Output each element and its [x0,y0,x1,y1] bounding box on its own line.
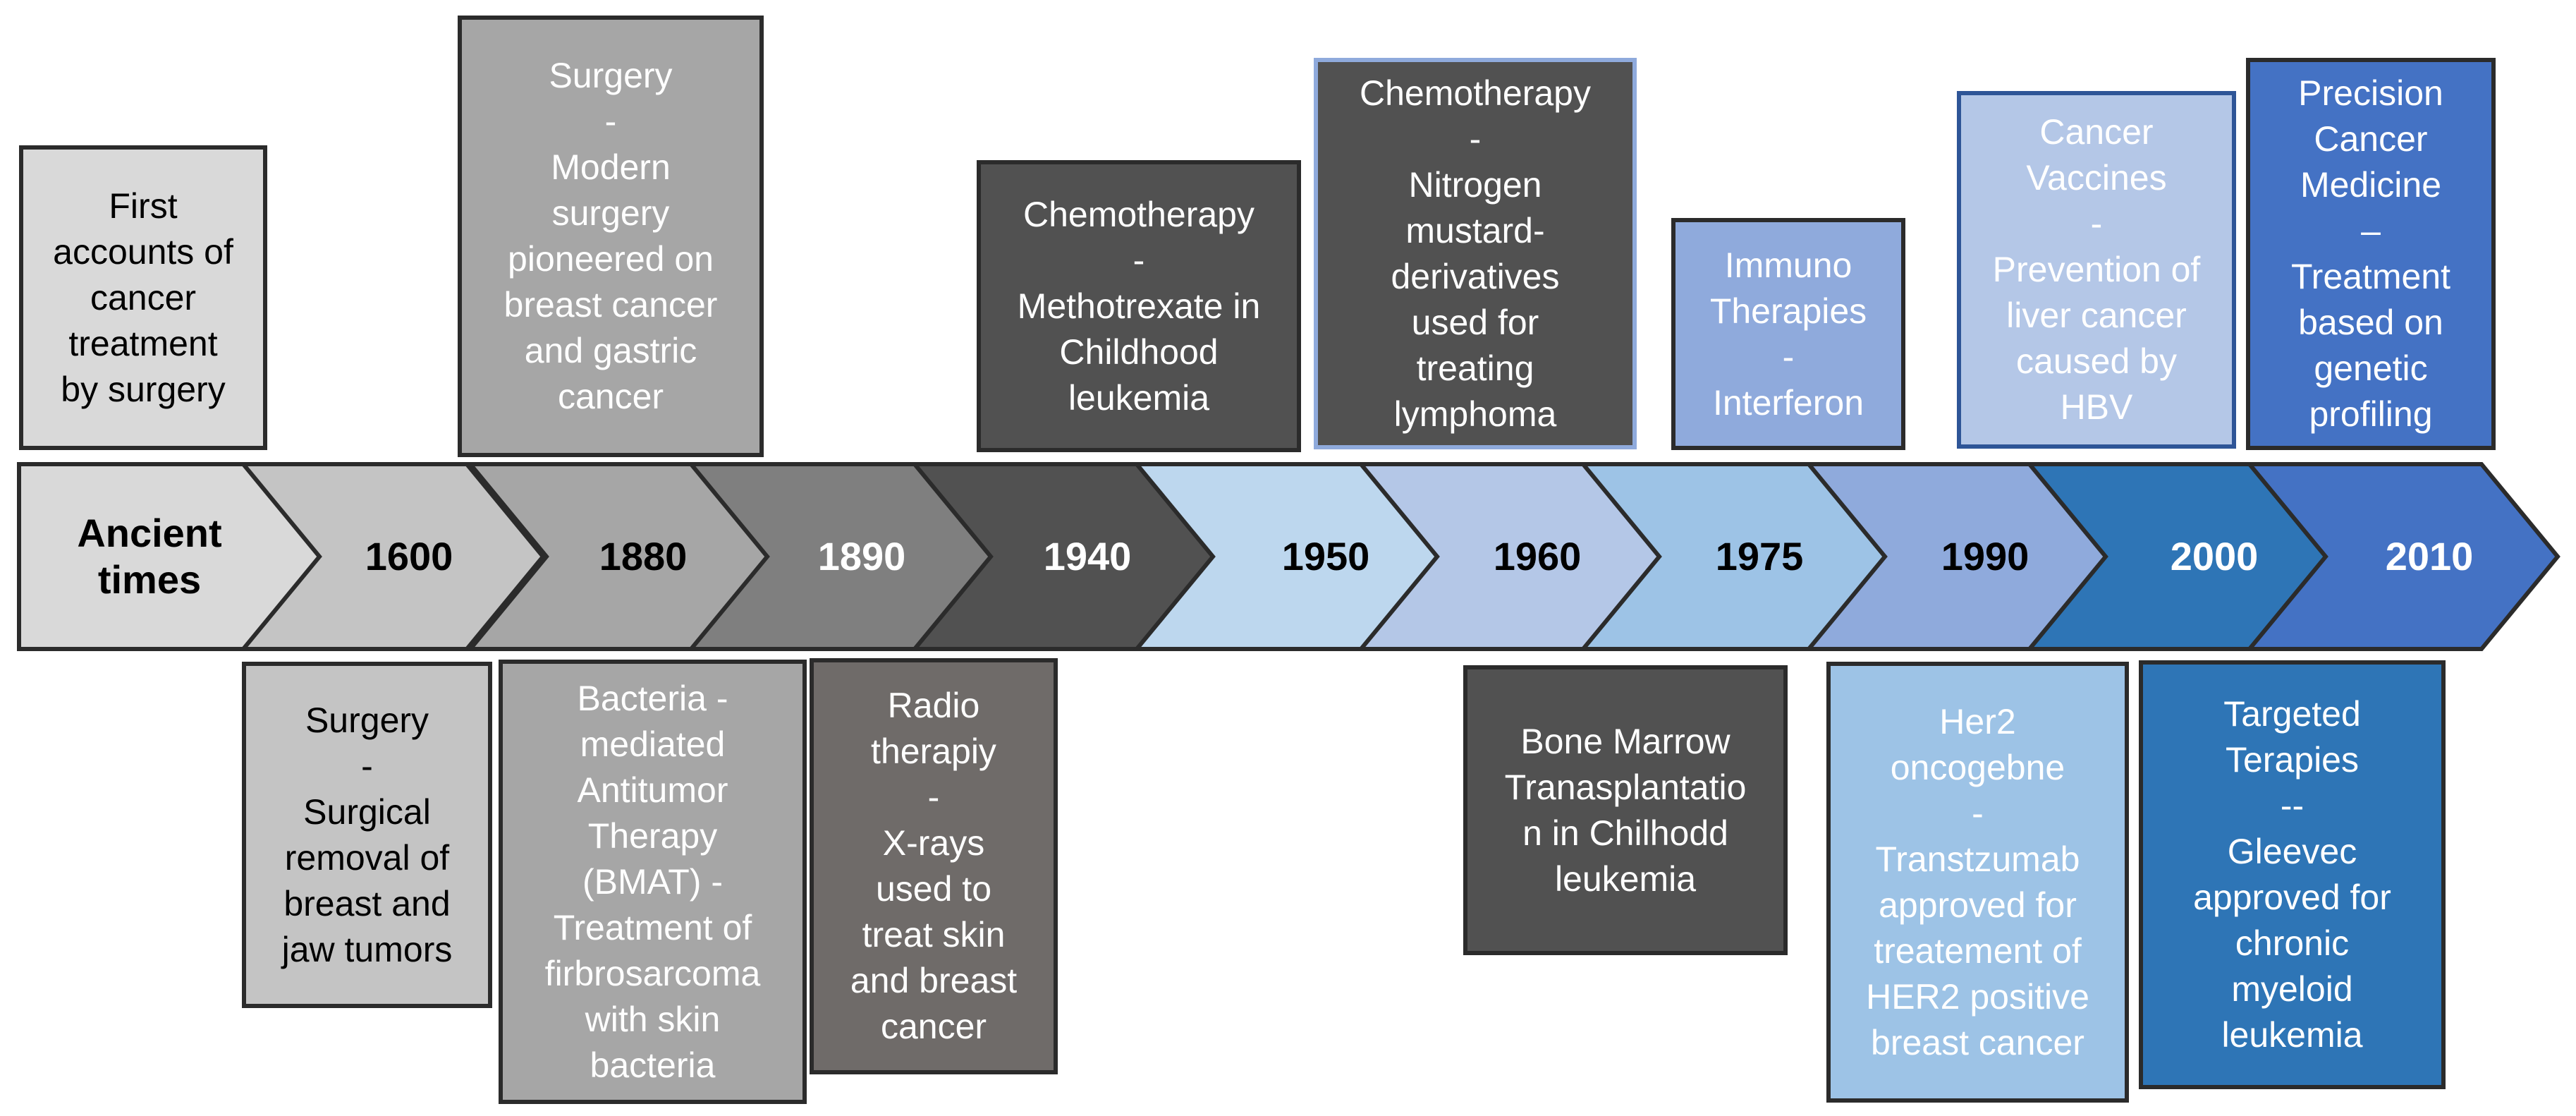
event-text: First accounts of cancer treatment by su… [53,186,233,409]
event-box-surgical-removal: Surgery - Surgical removal of breast and… [242,662,492,1008]
event-text: Surgery - Modern surgery pioneered on br… [503,56,718,416]
event-text: Chemotherapy - Methotrexate in Childhood… [1017,194,1261,418]
event-text: Bacteria - mediated Antitumor Therapy (B… [544,678,761,1085]
event-box-precision-medicine: Precision Cancer Medicine – Treatment ba… [2246,58,2496,450]
timeline-chevron-10 [2245,462,2560,651]
timeline-chevron-1 [238,462,546,651]
event-text: Surgery - Surgical removal of breast and… [281,700,453,969]
event-box-immunotherapies: Immuno Therapies - Interferon [1671,218,1905,450]
event-text: Her2 oncogebne - Transtzumab approved fo… [1866,701,2089,1062]
event-box-ancient-surgery: First accounts of cancer treatment by su… [19,145,267,450]
event-box-modern-surgery: Surgery - Modern surgery pioneered on br… [458,16,764,457]
event-box-bmat: Bacteria - mediated Antitumor Therapy (B… [499,660,807,1104]
event-box-cancer-vaccines: Cancer Vaccines - Prevention of liver ca… [1957,91,2236,449]
event-box-her2: Her2 oncogebne - Transtzumab approved fo… [1826,662,2129,1103]
event-text: Cancer Vaccines - Prevention of liver ca… [1992,112,2201,427]
event-box-chemo-methotrexate: Chemotherapy - Methotrexate in Childhood… [977,160,1301,452]
event-box-targeted-therapies: Targeted Terapies -- Gleevec approved fo… [2139,660,2446,1089]
event-text: Immuno Therapies - Interferon [1709,245,1867,423]
event-text: Radio therapiy - X-rays used to treat sk… [850,686,1018,1046]
event-text: Chemotherapy - Nitrogen mustard- derivat… [1360,73,1591,434]
event-box-chemo-nitrogen: Chemotherapy - Nitrogen mustard- derivat… [1314,58,1637,449]
event-box-bone-marrow: Bone Marrow Tranasplantatio n in Chilhod… [1463,665,1788,955]
event-text: Precision Cancer Medicine – Treatment ba… [2290,73,2450,434]
event-text: Bone Marrow Tranasplantatio n in Chilhod… [1504,721,1747,899]
event-box-radio-therapy: Radio therapiy - X-rays used to treat sk… [810,658,1058,1074]
event-text: Targeted Terapies -- Gleevec approved fo… [2193,694,2391,1055]
